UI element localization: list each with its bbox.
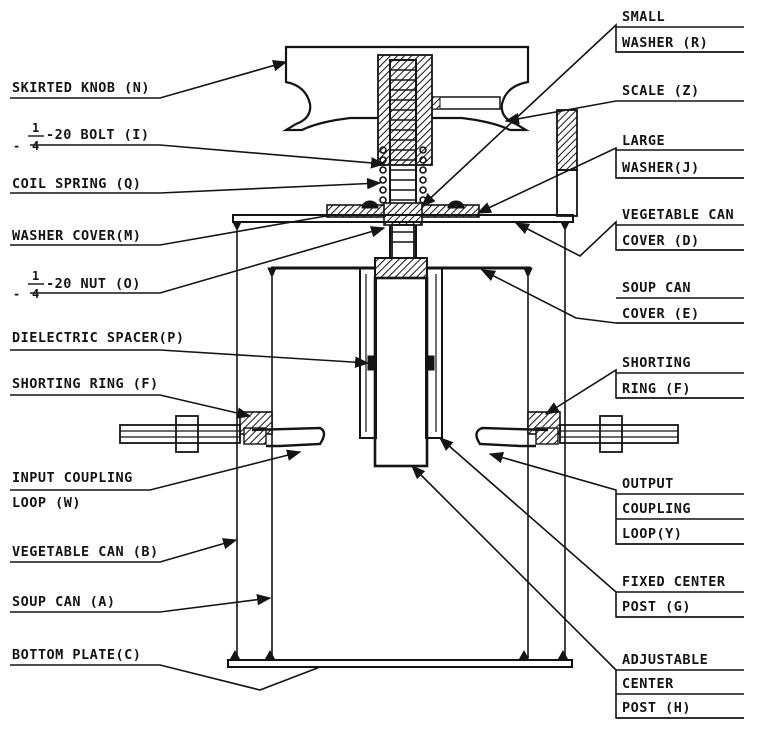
vegetable-can-cover: [232, 214, 574, 223]
label-adj-post-2: CENTER: [622, 676, 674, 692]
dielectric-spacer-left: [367, 355, 377, 371]
label-scale: SCALE (Z): [622, 83, 700, 99]
label-nut-frac-num: 1: [32, 269, 40, 283]
screw-right: [447, 200, 465, 209]
apparatus: [119, 45, 679, 668]
cover-e-rivet-right: [523, 267, 533, 279]
label-nut: -20 NUT (O): [46, 276, 141, 292]
label-output-3: LOOP(Y): [622, 526, 682, 542]
label-large-washer-1: LARGE: [622, 133, 665, 149]
cover-d-rivet-right: [560, 221, 570, 232]
label-soup-can: SOUP CAN (A): [12, 594, 116, 610]
bottom-rivet-1: [229, 649, 241, 661]
label-bolt: -20 BOLT (I): [46, 127, 150, 143]
label-soup-cover-2: COVER (E): [622, 306, 700, 322]
label-shorting-right-1: SHORTING: [622, 355, 691, 371]
label-vegetable-can: VEGETABLE CAN (B): [12, 544, 159, 560]
bottom-rivet-4: [557, 649, 569, 661]
label-veg-cover-1: VEGETABLE CAN: [622, 207, 734, 223]
label-large-washer-2: WASHER(J): [622, 160, 700, 176]
scale-stem: [556, 169, 578, 217]
output-coupling-loop: [475, 415, 679, 453]
bottom-plate: [227, 659, 573, 668]
fixed-center-post-right: [425, 267, 443, 439]
left-labels: SKIRTED KNOB (N) 1 - 4 -20 BOLT (I) COIL…: [12, 80, 185, 663]
dielectric-spacer-right: [425, 355, 435, 371]
input-coupling-loop: [119, 415, 326, 453]
cover-d-rivet-left: [232, 221, 242, 232]
label-bolt-frac-den: 4: [32, 139, 40, 153]
nut: [374, 257, 428, 279]
svg-text:-: -: [13, 139, 21, 153]
adjustable-center-post: [373, 276, 429, 468]
bolt-threads: [390, 69, 416, 243]
label-nut-frac-den: 4: [32, 287, 40, 301]
fixed-center-post-left: [359, 267, 377, 439]
label-small-washer-2: WASHER (R): [622, 35, 708, 51]
label-fixed-post-1: FIXED CENTER: [622, 574, 726, 590]
right-labels: SMALL WASHER (R) SCALE (Z) LARGE WASHER(…: [622, 9, 734, 716]
label-adj-post-3: POST (H): [622, 700, 691, 716]
label-washer-cover: WASHER COVER(M): [12, 228, 141, 244]
label-shorting-right-2: RING (F): [622, 381, 691, 397]
screw-left: [361, 200, 379, 209]
bottom-rivet-3: [518, 649, 530, 661]
label-bolt-frac-num: 1: [32, 121, 40, 135]
label-adj-post-1: ADJUSTABLE: [622, 652, 708, 668]
label-bottom-plate: BOTTOM PLATE(C): [12, 647, 141, 663]
label-veg-cover-2: COVER (D): [622, 233, 700, 249]
svg-text:-: -: [13, 287, 21, 301]
label-output-2: COUPLING: [622, 501, 691, 517]
label-shorting-ring-left: SHORTING RING (F): [12, 376, 159, 392]
bottom-rivet-2: [264, 649, 276, 661]
label-box-rules: [616, 26, 744, 719]
label-skirted-knob: SKIRTED KNOB (N): [12, 80, 150, 96]
label-dielectric-spacer: DIELECTRIC SPACER(P): [12, 330, 185, 346]
label-fixed-post-2: POST (G): [622, 599, 691, 615]
scale: [556, 109, 578, 171]
label-coil-spring: COIL SPRING (Q): [12, 176, 141, 192]
label-output-1: OUTPUT: [622, 476, 674, 492]
skirted-knob: [282, 45, 530, 132]
label-input-coupling-2: LOOP (W): [12, 495, 81, 511]
label-small-washer-1: SMALL: [622, 9, 665, 25]
cover-e-rivet-left: [267, 267, 277, 279]
label-input-coupling-1: INPUT COUPLING: [12, 470, 133, 486]
label-soup-cover-1: SOUP CAN: [622, 280, 691, 296]
